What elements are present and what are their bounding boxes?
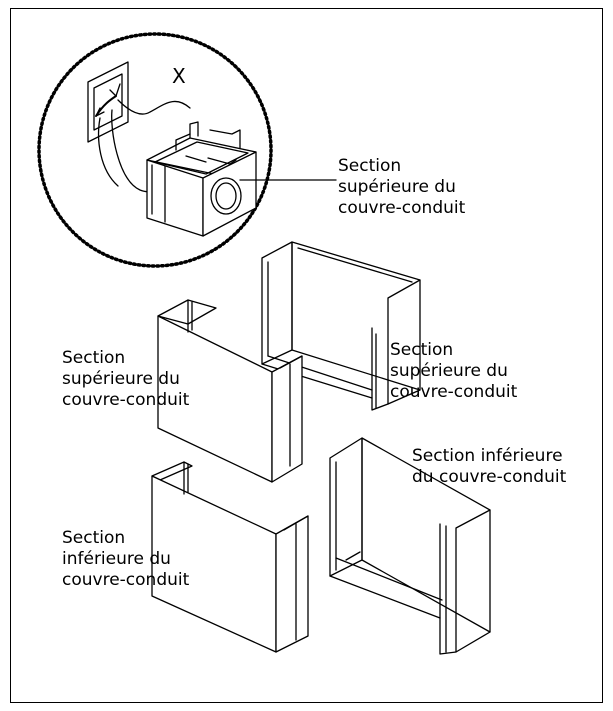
label-line: couvre-conduit	[390, 382, 518, 402]
label-line: supérieure du	[390, 361, 508, 381]
detail-circle	[37, 32, 273, 268]
label-right-upper: Section supérieure du couvre-conduit	[390, 340, 517, 403]
upper-right-cover-illustration	[261, 241, 421, 411]
label-line: Section	[390, 340, 454, 360]
label-line: Section	[62, 348, 126, 368]
label-line: supérieure du	[338, 177, 456, 197]
lower-left-cover-illustration	[151, 461, 309, 653]
top-cover-illustration	[146, 121, 257, 237]
label-line: supérieure du	[62, 369, 180, 389]
detail-marker: X	[172, 64, 186, 88]
lower-right-cover-illustration	[329, 437, 491, 655]
upper-left-cover-illustration	[157, 299, 303, 483]
label-line: couvre-conduit	[338, 198, 466, 218]
label-line: couvre-conduit	[62, 390, 190, 410]
label-left-lower: Section inférieure du couvre-conduit	[62, 528, 189, 591]
label-top-detail: Section supérieure du couvre-conduit	[338, 156, 465, 219]
label-left-upper: Section supérieure du couvre-conduit	[62, 348, 189, 411]
label-line: Section	[62, 528, 126, 548]
label-line: Section inférieure	[412, 446, 563, 466]
label-line: Section	[338, 156, 402, 176]
label-line: inférieure du	[62, 549, 171, 569]
label-right-lower: Section inférieure du couvre-conduit	[412, 446, 566, 488]
diagram-frame	[10, 8, 603, 703]
label-line: du couvre-conduit	[412, 467, 567, 487]
label-line: couvre-conduit	[62, 570, 190, 590]
